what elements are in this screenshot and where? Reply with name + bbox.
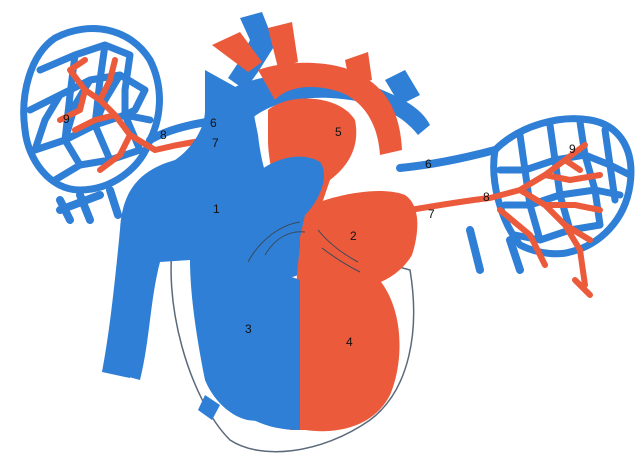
- left-network-blue-mesh: [24, 29, 160, 190]
- label-4: 4: [346, 335, 353, 349]
- label-9-right: 9: [569, 142, 576, 156]
- label-9-left: 9: [63, 112, 70, 126]
- heart: [102, 70, 417, 452]
- label-8-right: 8: [483, 190, 490, 204]
- label-3: 3: [245, 322, 252, 336]
- label-6-left: 6: [210, 116, 217, 130]
- label-5: 5: [335, 125, 342, 139]
- right-network-blue-mesh: [494, 119, 631, 254]
- label-1: 1: [213, 202, 220, 216]
- label-7-right: 7: [428, 207, 435, 221]
- label-6-right: 6: [425, 157, 432, 171]
- label-2: 2: [350, 229, 357, 243]
- label-7-left: 7: [212, 136, 219, 150]
- label-8-left: 8: [160, 128, 167, 142]
